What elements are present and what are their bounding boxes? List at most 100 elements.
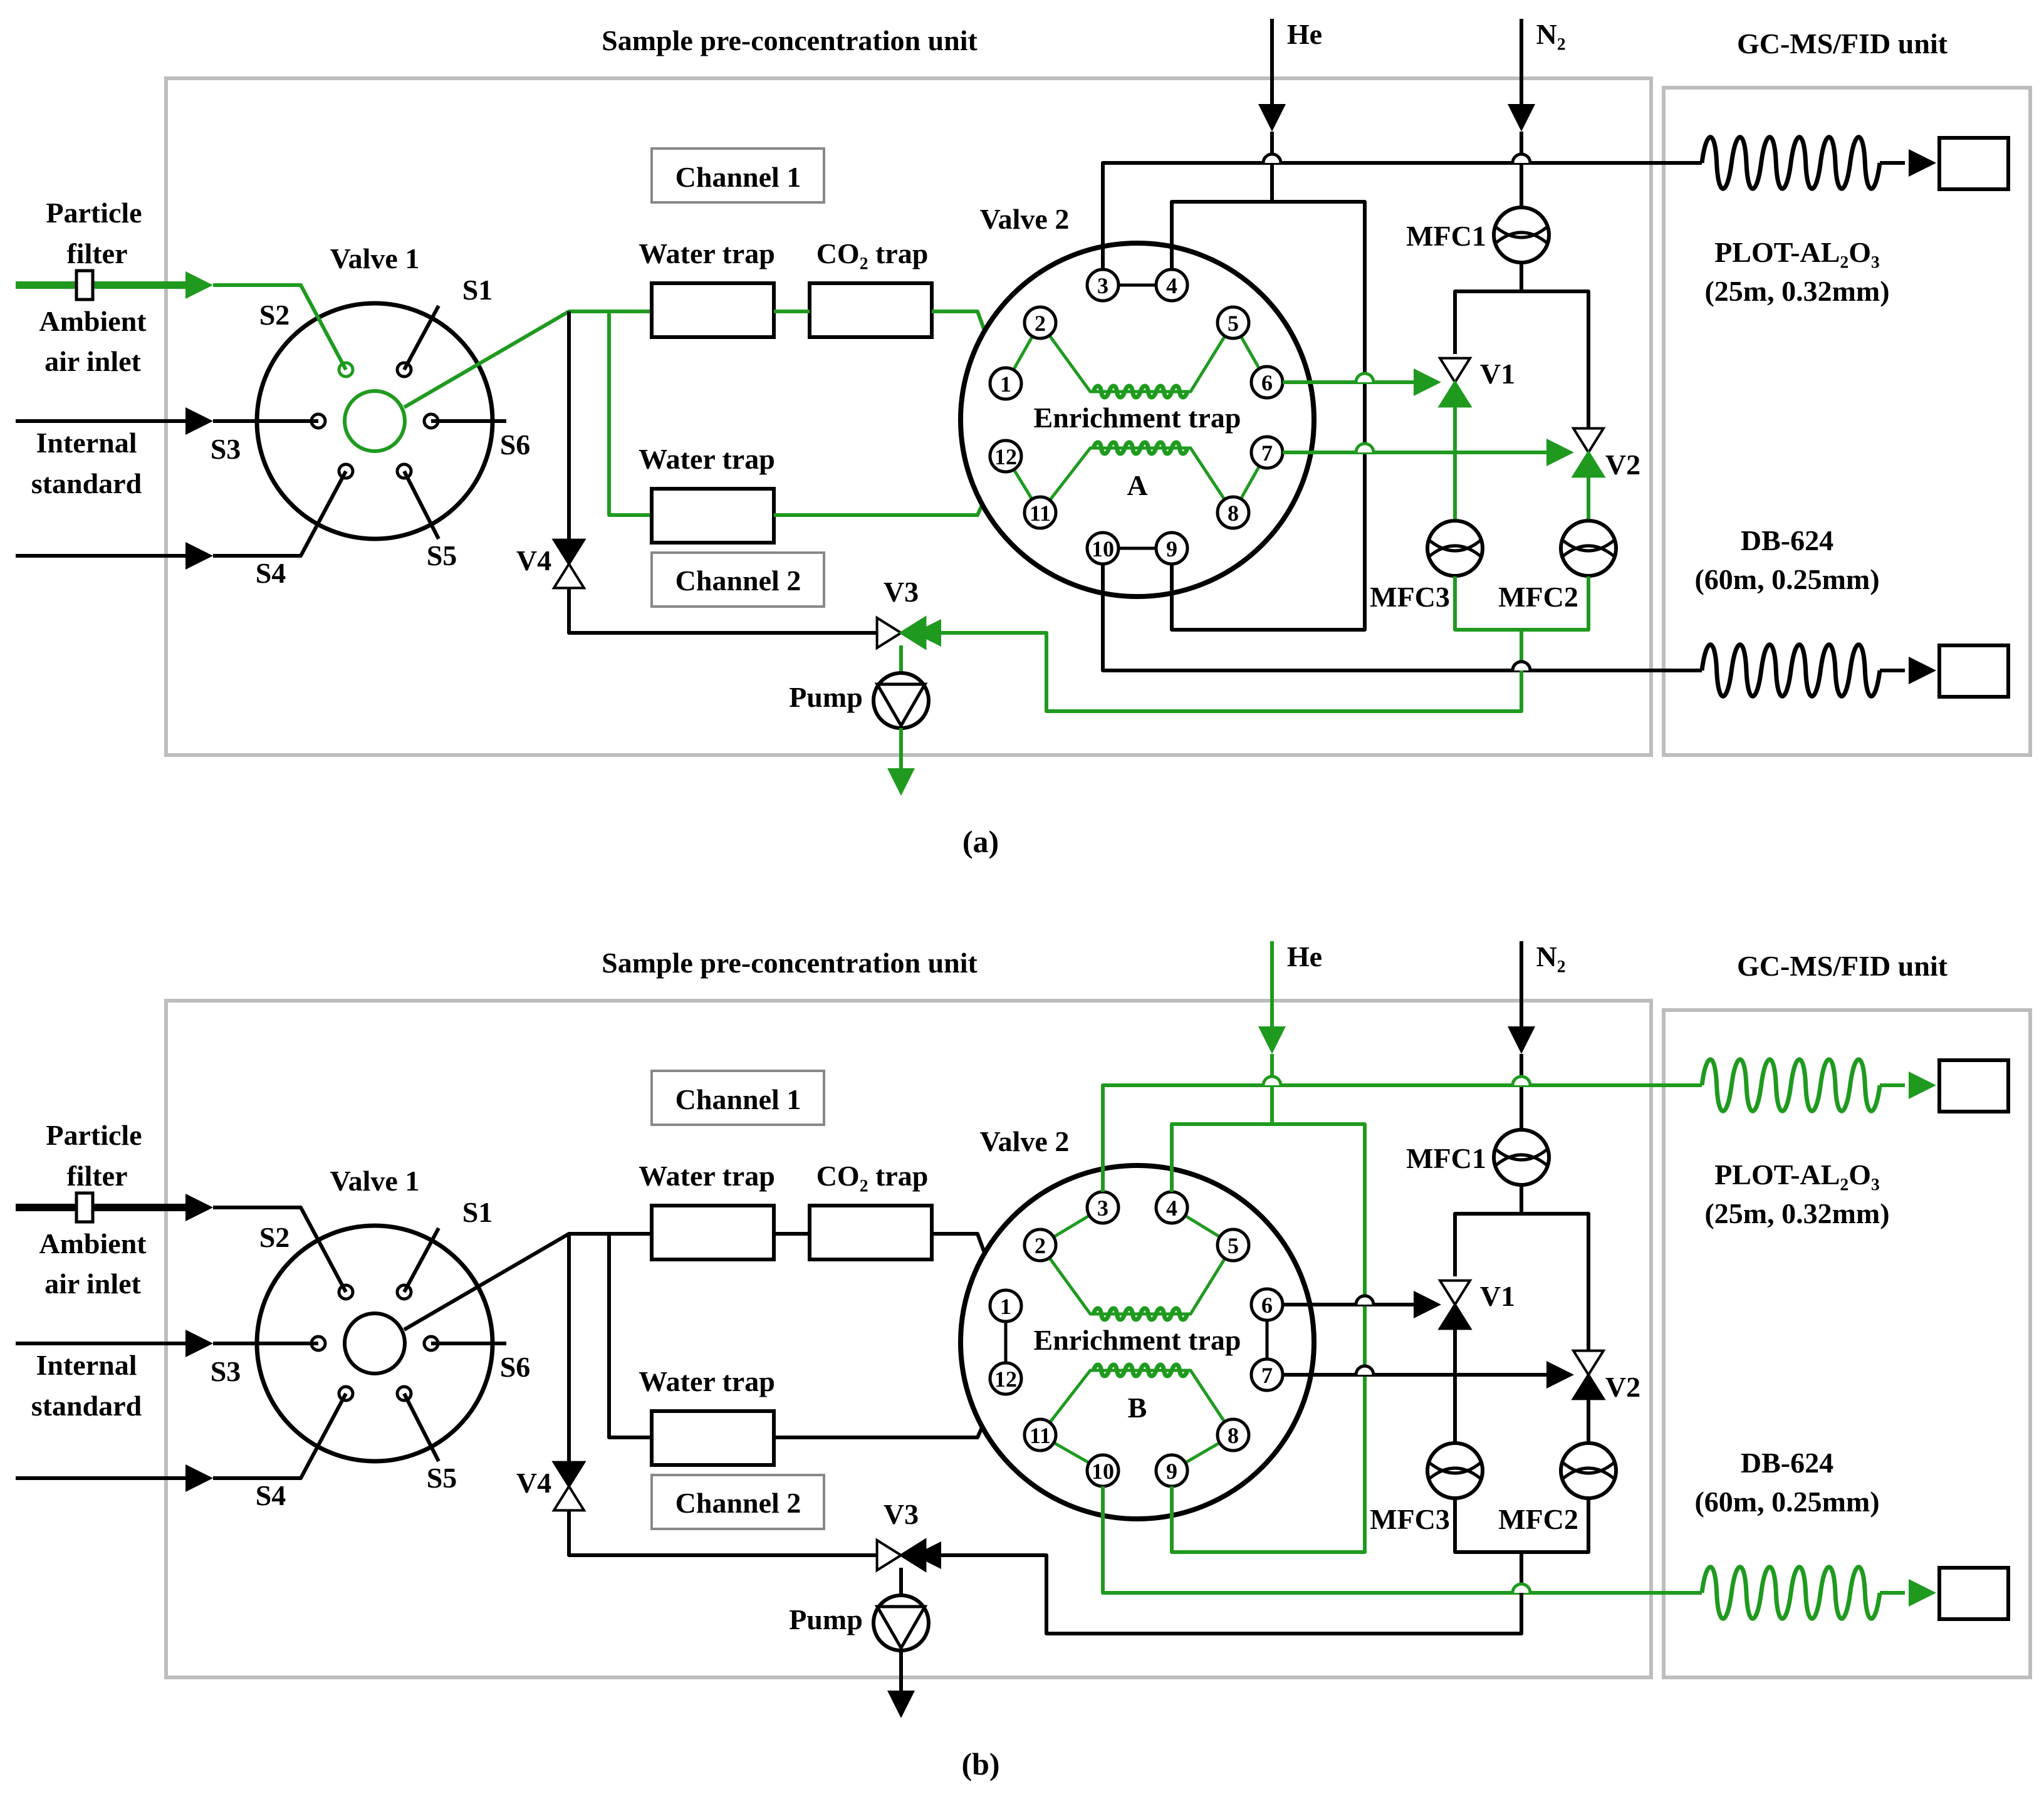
mfc2 <box>1559 519 1618 578</box>
he-arrow <box>1258 104 1286 132</box>
water-trap-2-label: Water trap <box>639 1365 775 1397</box>
water-trap-1 <box>650 1204 776 1261</box>
v4-line-bottom <box>567 589 890 635</box>
mfc2-label: MFC2 <box>1498 1503 1578 1535</box>
v2-label: V2 <box>1605 449 1640 481</box>
enrich-coil-bottom <box>1091 440 1190 456</box>
hop-v2 <box>1354 1364 1375 1375</box>
valve2-port-2 <box>1023 305 1058 340</box>
v3-in-arrow <box>914 619 941 647</box>
filter-label: filter <box>66 237 127 269</box>
air-inlet-label: air inlet <box>44 345 141 377</box>
hop-n2-col1 <box>1511 152 1532 164</box>
s1-label: S1 <box>462 1196 493 1228</box>
air-inlet-label: air inlet <box>44 1268 141 1300</box>
pump-out-arrow <box>887 768 915 796</box>
column1-name: PLOT-AL₂O₃ <box>1714 236 1880 268</box>
valve2-port-label-3: 3 <box>1097 1196 1108 1221</box>
column1-coil <box>1699 135 1882 191</box>
column1-arrow <box>1909 149 1936 177</box>
valve2-port-label-1: 1 <box>1000 372 1011 397</box>
internal-label: Internal <box>36 1349 137 1381</box>
valve2-port-label-7: 7 <box>1261 1363 1273 1388</box>
v3-label: V3 <box>884 576 919 608</box>
valve2-port-label-4: 4 <box>1166 273 1177 298</box>
valve2-port-label-6: 6 <box>1261 370 1273 395</box>
v3-valve <box>875 1538 927 1573</box>
s4-label: S4 <box>256 1479 286 1511</box>
column2-arrow <box>1909 1579 1936 1607</box>
valve2-port-5 <box>1216 305 1251 340</box>
co2-trap <box>808 1204 934 1261</box>
panel-caption: (a) <box>962 824 999 859</box>
co2-trap-label: CO₂ trap <box>816 237 929 269</box>
v2-valve <box>1571 1349 1606 1400</box>
valve2-port-12 <box>988 1361 1023 1396</box>
trap-letter: B <box>1128 1392 1147 1424</box>
v1-valve <box>1437 1279 1473 1330</box>
pre-unit-title: Sample pre-concentration unit <box>602 24 978 56</box>
channel2-box <box>650 1474 825 1530</box>
s1-line <box>402 1227 441 1293</box>
inlet-arrow-2 <box>185 407 213 435</box>
column2-coil <box>1699 642 1882 699</box>
valve2-port-11 <box>1023 495 1058 530</box>
valve2-port-12 <box>988 439 1023 474</box>
column2-name: DB-624 <box>1741 524 1833 556</box>
v3-in-arrow <box>914 1541 941 1569</box>
valve2-label: Valve 2 <box>980 203 1070 235</box>
port10-to-column2 <box>1101 564 1702 672</box>
enrichment-label: Enrichment trap <box>1034 402 1241 434</box>
mfc1-to-v2 <box>1521 289 1590 432</box>
mfc2-label: MFC2 <box>1498 581 1578 613</box>
pump-symbol <box>874 682 928 729</box>
detector-2 <box>1937 644 2010 699</box>
valve2-port-label-11: 11 <box>1030 1423 1051 1448</box>
valve1-center <box>343 1311 407 1375</box>
column2-arrow <box>1909 657 1936 684</box>
n2-arrow <box>1508 104 1535 132</box>
water-trap-1 <box>650 281 776 339</box>
n2-label: N₂ <box>1536 941 1565 972</box>
s4-line <box>213 470 348 558</box>
s1-label: S1 <box>462 274 493 306</box>
v1-arrow <box>1414 368 1441 396</box>
pump-body <box>872 1593 931 1652</box>
s1-line <box>402 305 441 371</box>
s5-line <box>402 470 441 540</box>
detector-1 <box>1937 1058 2010 1113</box>
mfc3-label: MFC3 <box>1370 581 1450 613</box>
he-to-port4 <box>1170 132 1274 269</box>
ambient-label: Ambient <box>39 1228 147 1259</box>
detector-2 <box>1937 1566 2010 1621</box>
valve2-label: Valve 2 <box>980 1125 1070 1157</box>
valve2-port-label-5: 5 <box>1228 1233 1239 1258</box>
co2-trap-label: CO₂ trap <box>816 1160 929 1192</box>
valve2-port-label-4: 4 <box>1166 1196 1177 1221</box>
v2-arrow <box>1546 439 1574 466</box>
valve1-label: Valve 1 <box>330 1165 420 1197</box>
channel2-box <box>650 551 825 608</box>
valve2-port-label-1: 1 <box>1000 1294 1011 1319</box>
hop-v1 <box>1354 372 1375 383</box>
valve2-port-label-2: 2 <box>1035 1233 1046 1258</box>
v1-arrow <box>1414 1291 1441 1318</box>
valve2-port-8 <box>1216 495 1251 530</box>
trap-letter: A <box>1127 469 1147 501</box>
pump-label: Pump <box>789 681 863 713</box>
mfc1-to-v1 <box>1453 1186 1523 1276</box>
channel1-label: Channel 1 <box>675 1083 801 1115</box>
s5-label: S5 <box>427 540 457 571</box>
valve1-center <box>343 389 407 453</box>
pump-label: Pump <box>789 1603 863 1635</box>
mfc-to-v3 <box>927 630 1523 713</box>
pump-symbol <box>874 1605 928 1652</box>
he-loop-right <box>1170 1122 1367 1554</box>
n2-label: N₂ <box>1536 18 1565 50</box>
v3-valve <box>875 615 927 650</box>
gc-unit-title: GC-MS/FID unit <box>1737 28 1948 60</box>
channel1-box <box>650 1070 825 1126</box>
ambient-label: Ambient <box>39 305 147 337</box>
v3-label: V3 <box>884 1498 919 1530</box>
valve2-port-5 <box>1216 1228 1251 1263</box>
